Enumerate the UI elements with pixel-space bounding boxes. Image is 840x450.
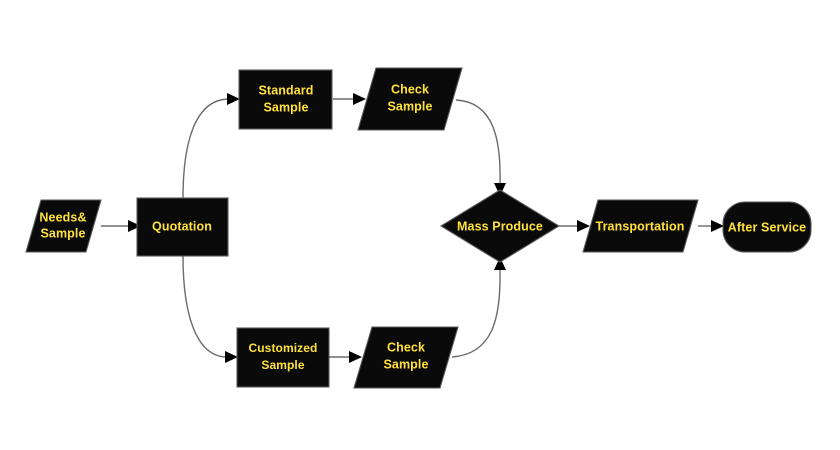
connector-customized-sample-to-check-sample-bottom (329, 351, 362, 363)
connector-check-sample-top-to-mass-produce (455, 99, 506, 196)
node-standard-sample[interactable]: Standard Sample (238, 69, 333, 130)
connector-transportation-to-after-service (698, 220, 724, 232)
connector-check-sample-bottom-to-mass-produce (451, 257, 506, 358)
check-sample-top-parallelogram[interactable] (357, 67, 463, 131)
node-needs-sample[interactable]: Needs& Sample (25, 199, 102, 253)
node-after-service[interactable]: After Service (722, 201, 812, 253)
customized-sample-rectangle[interactable] (236, 327, 330, 388)
connector-needs-to-quotation (101, 220, 141, 232)
connector-mass-produce-to-transportation (559, 220, 590, 232)
standard-sample-rectangle[interactable] (238, 69, 333, 130)
after-service-rounded-rectangle[interactable] (722, 201, 812, 253)
node-quotation[interactable]: Quotation (136, 197, 229, 257)
check-sample-bottom-parallelogram[interactable] (353, 326, 459, 389)
connector-standard-sample-to-check-sample-top (333, 93, 366, 105)
transportation-parallelogram[interactable] (582, 199, 699, 253)
node-mass-produce[interactable]: Mass Produce (439, 189, 561, 263)
connector-quotation-to-customized-sample (182, 255, 238, 363)
node-check-sample-top[interactable]: Check Sample (357, 67, 463, 131)
node-transportation[interactable]: Transportation (582, 199, 699, 253)
node-check-sample-bottom[interactable]: Check Sample (353, 326, 459, 389)
connector-quotation-to-standard-sample (182, 93, 240, 199)
node-customized-sample[interactable]: Customized Sample (236, 327, 330, 388)
needs-sample-parallelogram[interactable] (25, 199, 102, 253)
quotation-rectangle[interactable] (136, 197, 229, 257)
mass-produce-diamond[interactable] (439, 189, 561, 263)
